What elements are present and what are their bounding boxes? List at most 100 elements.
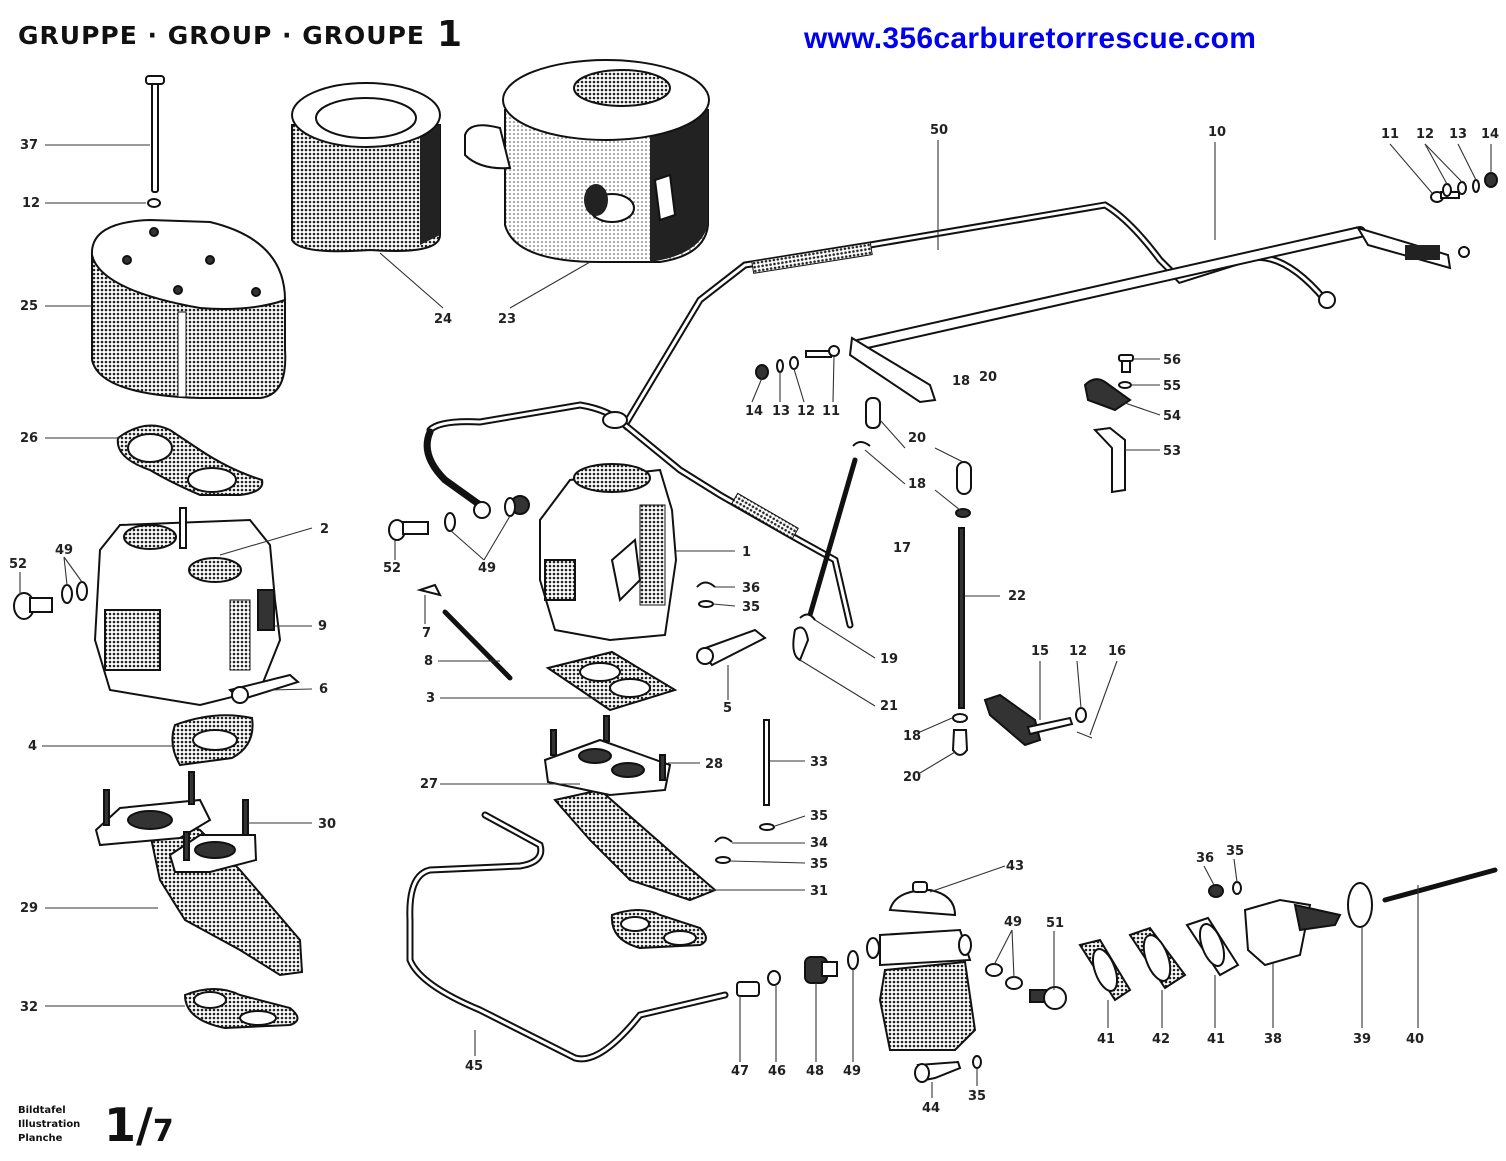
stud-37[interactable] — [145, 75, 165, 193]
lever-6[interactable] — [228, 673, 301, 704]
leader-line — [919, 751, 956, 774]
washer-12c[interactable] — [1457, 181, 1467, 195]
clip-19[interactable] — [799, 613, 816, 621]
bolt-44[interactable] — [914, 1060, 962, 1083]
stud-33[interactable] — [763, 719, 770, 806]
small-gasket-31[interactable] — [610, 909, 707, 950]
clip-18b[interactable] — [955, 508, 971, 518]
base-gasket-3[interactable] — [545, 650, 678, 712]
spring-8[interactable] — [442, 609, 513, 681]
washer-35f[interactable] — [1232, 881, 1242, 895]
intermediate-flange-27[interactable] — [543, 715, 717, 902]
connecting-rod-17[interactable] — [807, 457, 858, 618]
website-link[interactable]: www.356carburetorrescue.com — [804, 22, 1257, 55]
part-number-label: 47 — [731, 1064, 749, 1079]
cotter-pin-16[interactable] — [1076, 731, 1093, 739]
lever-5[interactable] — [696, 628, 767, 667]
air-cleaner-housing-23[interactable] — [464, 59, 710, 263]
bolt-52[interactable] — [13, 592, 53, 620]
fitting-47[interactable] — [736, 981, 760, 997]
part-number-label: 39 — [1353, 1032, 1371, 1047]
part-number-label: 55 — [1163, 379, 1181, 394]
washer-12[interactable] — [147, 198, 161, 208]
throttle-rod-10[interactable] — [848, 226, 1470, 404]
part-number-label: 49 — [1004, 915, 1022, 930]
pushrod-40[interactable] — [1382, 867, 1498, 903]
olive-46[interactable] — [767, 970, 781, 986]
part-number-label: 14 — [745, 404, 763, 419]
gasket-41b[interactable] — [1185, 916, 1240, 977]
nut-14[interactable] — [1484, 172, 1498, 188]
bolt-52-center[interactable] — [388, 519, 429, 541]
washer-35b[interactable] — [759, 823, 775, 831]
washer-55[interactable] — [1118, 381, 1132, 389]
oval-air-filter-25[interactable] — [90, 218, 287, 399]
part-number-label: 18 — [952, 374, 970, 389]
washer-49-pump-b[interactable] — [1005, 976, 1023, 990]
part-number-label: 3 — [426, 691, 435, 706]
part-number-label: 44 — [922, 1101, 940, 1116]
leader-line — [1011, 929, 1015, 979]
part-number-label: 50 — [930, 123, 948, 138]
lock-washer-13[interactable] — [1472, 179, 1480, 193]
washer-35[interactable] — [698, 600, 714, 608]
washer-12d[interactable] — [789, 356, 799, 370]
round-filter-element-24[interactable] — [291, 82, 441, 253]
washers-49[interactable] — [61, 581, 88, 604]
washer-49-pump-a[interactable] — [985, 963, 1003, 977]
nut-36b[interactable] — [1208, 884, 1224, 898]
bracket-53[interactable] — [1092, 426, 1126, 494]
gasket-26[interactable] — [116, 424, 264, 496]
washer-12e[interactable] — [1075, 707, 1087, 723]
manifold-gasket-32[interactable] — [183, 988, 299, 1030]
part-number-label: 18 — [908, 477, 926, 492]
washer-12b[interactable] — [1442, 183, 1452, 197]
part-number-label: 11 — [1381, 127, 1399, 142]
nut-18c[interactable] — [952, 713, 968, 723]
nut-14b[interactable] — [755, 364, 769, 380]
washer-35-pump[interactable] — [972, 1055, 982, 1069]
leader-line — [712, 603, 736, 607]
fuel-line-50[interactable] — [423, 201, 1336, 629]
ball-socket-20[interactable] — [865, 397, 881, 429]
spacer-42[interactable] — [1128, 926, 1187, 990]
clip-7[interactable] — [416, 583, 442, 597]
plate-number-sub: 7 — [152, 1114, 174, 1149]
leader-line — [879, 419, 906, 449]
carburetor-1[interactable] — [510, 463, 678, 642]
part-number-label: 42 — [1152, 1032, 1170, 1047]
banjo-bolt-51[interactable] — [1029, 986, 1067, 1010]
intake-manifold-29[interactable] — [94, 771, 304, 977]
part-number-label: 37 — [20, 138, 38, 153]
ball-stud-11b[interactable] — [805, 345, 840, 358]
washer-35c[interactable] — [715, 856, 731, 864]
intermediate-flange-38[interactable] — [1243, 898, 1342, 967]
ball-socket-20b[interactable] — [956, 461, 972, 495]
part-number-label: 52 — [383, 561, 401, 576]
clip-34[interactable] — [714, 836, 733, 843]
union-48[interactable] — [804, 956, 838, 984]
washer-49-fitting[interactable] — [847, 950, 859, 970]
ball-socket-21[interactable] — [792, 626, 810, 662]
clip-18[interactable] — [852, 441, 871, 447]
twin-carburetor-2[interactable] — [93, 507, 282, 707]
fuel-pump-43[interactable] — [866, 881, 977, 1051]
ball-socket-20c[interactable] — [951, 729, 969, 756]
lock-washer-13b[interactable] — [776, 359, 784, 373]
bellcrank-15[interactable] — [983, 693, 1074, 747]
clip-36[interactable] — [696, 581, 716, 588]
part-number-label: 18 — [903, 729, 921, 744]
part-number-label: 33 — [810, 755, 828, 770]
gasket-41a[interactable] — [1078, 938, 1132, 1002]
screw-56[interactable] — [1118, 354, 1134, 373]
pushrod-22[interactable] — [958, 527, 965, 709]
part-number-label: 12 — [797, 404, 815, 419]
flange-gasket-4[interactable] — [171, 714, 254, 767]
part-number-label: 48 — [806, 1064, 824, 1079]
leader-line — [1089, 660, 1118, 736]
fuel-line-45[interactable] — [406, 811, 729, 1063]
part-number-label: 22 — [1008, 589, 1026, 604]
clamp-54[interactable] — [1083, 378, 1132, 412]
o-ring-39[interactable] — [1347, 882, 1373, 928]
